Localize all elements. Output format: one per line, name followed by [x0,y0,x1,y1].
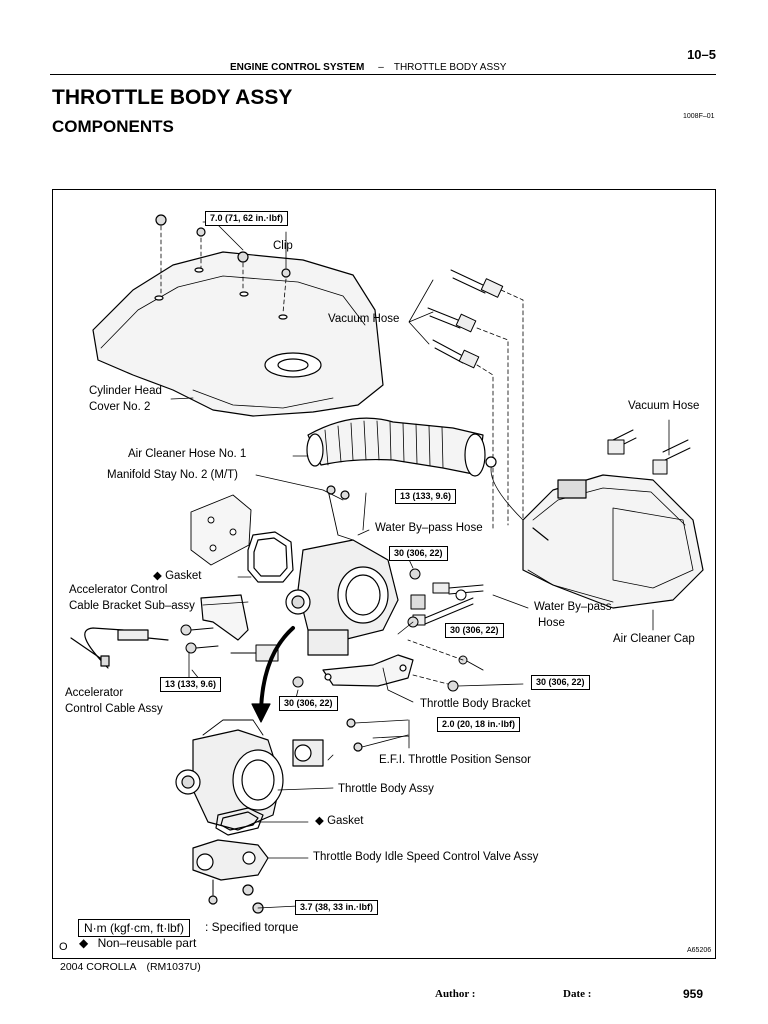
torque-spec-manifold-stay: 13 (133, 9.6) [395,489,457,504]
label-air-cleaner-cap: Air Cleaner Cap [613,633,695,645]
efi-sensor-drawing [292,718,409,767]
page-subtitle: COMPONENTS [52,117,174,136]
water-bypass-drawing [407,568,484,671]
label-water-bypass-hose-1: Water By–pass Hose [375,522,483,534]
label-water-bypass-hose-2: Water By–pass Hose [534,601,612,630]
idle-valve-drawing [192,839,269,914]
label-efi-sensor: E.F.I. Throttle Position Sensor [379,754,531,766]
label-gasket-2: ◆ Gasket [315,815,364,828]
assembly-arrow [251,626,295,723]
running-header: ENGINE CONTROL SYSTEM –THROTTLE BODY ASSY [230,62,506,73]
torque-spec-idle-valve-screws: 3.7 (38, 33 in.·lbf) [295,900,379,915]
corner-mark: O [59,941,68,953]
label-accel-cable-line2: Control Cable Assy [65,703,163,715]
label-gasket-2-text: Gasket [327,815,364,827]
label-vacuum-hose-2: Vacuum Hose [628,400,700,412]
label-air-cleaner-hose: Air Cleaner Hose No. 1 [128,448,247,460]
header-rule [50,74,716,75]
label-idle-valve: Throttle Body Idle Speed Control Valve A… [313,851,539,863]
page-title: THROTTLE BODY ASSY [52,86,293,109]
header-system: ENGINE CONTROL SYSTEM [230,62,365,73]
footer-model: 2004 COROLLA [60,961,137,973]
label-cylinder-head-cover-line1: Cylinder Head [89,385,162,397]
torque-spec-throttle-nut-2: 30 (306, 22) [445,623,504,638]
throttle-body-upper-drawing [285,485,399,656]
legend-diamond: ◆ Non–reusable part [79,937,196,950]
bracket-bolts [292,674,459,692]
torque-spec-bracket-bolt-right: 30 (306, 22) [531,675,590,690]
label-water-bypass-hose-2-line1: Water By–pass [534,601,612,613]
diamond-icon: ◆ [153,570,162,582]
air-cleaner-hose-drawing [306,417,486,477]
gasket-2-drawing [215,807,264,836]
accel-cable-drawing [70,627,169,669]
label-accel-bracket-line1: Accelerator Control [69,584,168,596]
label-accel-cable-line1: Accelerator [65,687,124,699]
label-clip: Clip [273,240,293,252]
legend-unit-text: : Specified torque [205,920,299,934]
footer-model-line: 2004 COROLLA (RM1037U) [60,961,201,973]
footer-page-number: 959 [683,987,704,1001]
gasket-1-drawing [247,531,294,583]
torque-spec-bracket-nut: 30 (306, 22) [279,696,338,711]
label-accel-cable: Accelerator Control Cable Assy [65,687,163,716]
cylinder-head-cover-drawing [92,251,384,417]
footer-author: Author : [435,988,476,1000]
torque-spec-sensor-screws: 2.0 (20, 18 in.·lbf) [437,717,521,732]
cover-fasteners [155,214,291,314]
leader-lines [170,221,670,909]
air-cleaner-cap-drawing [485,456,704,609]
header-section: THROTTLE BODY ASSY [393,62,507,73]
footer-date: Date : [563,988,592,1000]
throttle-body-bracket-drawing [322,654,414,687]
label-throttle-body-bracket: Throttle Body Bracket [420,698,531,710]
label-cylinder-head-cover: Cylinder Head Cover No. 2 [89,385,162,414]
label-gasket-1: ◆ Gasket [153,570,202,583]
label-cylinder-head-cover-line2: Cover No. 2 [89,401,151,413]
component-diagram: Clip Vacuum Hose Vacuum Hose Cylinder He… [52,189,716,959]
label-accel-bracket-line2: Cable Bracket Sub–assy [69,600,195,612]
throttle-body-assy-drawing [175,719,284,831]
manifold-plate-drawing [190,494,252,566]
diamond-icon: ◆ [79,936,89,950]
torque-spec-throttle-nut-1: 30 (306, 22) [389,546,448,561]
label-water-bypass-hose-2-line2: Hose [538,617,565,629]
torque-spec-bracket-bolts: 13 (133, 9.6) [160,677,222,692]
figure-code-bottom: A65206 [687,947,712,954]
diamond-icon: ◆ [315,815,324,827]
label-vacuum-hose-1: Vacuum Hose [328,313,400,325]
label-accel-bracket: Accelerator Control Cable Bracket Sub–as… [69,584,195,613]
legend-unit-box: N·m (kgf·cm, ft·lbf) [78,919,190,937]
label-manifold-stay: Manifold Stay No. 2 (M/T) [107,469,239,481]
label-throttle-body-assy: Throttle Body Assy [338,783,434,795]
vacuum-hose-drawing [427,269,691,531]
accel-bracket-drawing [200,594,249,641]
label-gasket-1-text: Gasket [165,570,202,582]
exploded-view-drawing [70,214,704,914]
figure-code-top: 1008F–01 [683,113,715,120]
torque-spec-cover-bolts: 7.0 (71, 62 in.·lbf) [205,211,289,226]
header-page-number: 10–5 [687,47,716,62]
footer-manual-code: (RM1037U) [146,961,201,973]
header-separator: – [378,62,384,73]
legend-diamond-text: Non–reusable part [97,936,197,950]
